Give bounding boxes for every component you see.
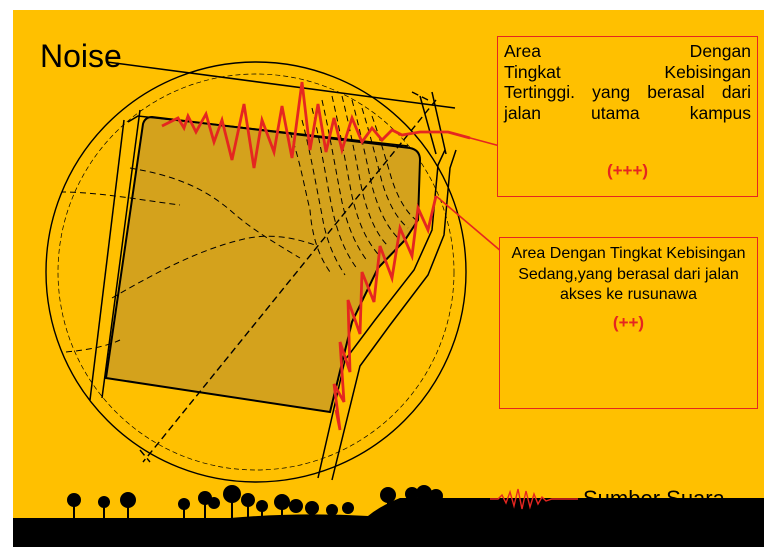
callout-leaders — [435, 131, 503, 253]
callout-highest-noise: Area Dengan Tingkat Kebisingan Tertinggi… — [497, 36, 758, 197]
callout-line: Tertinggi. yang berasal dari — [504, 82, 751, 102]
callout-medium-noise-text: Area Dengan Tingkat Kebisingan Sedang,ya… — [511, 245, 746, 303]
ground-strip — [13, 498, 764, 547]
roads — [89, 61, 457, 481]
callout-line: jalan utama kampus — [504, 102, 751, 123]
page-title: Noise — [40, 38, 122, 74]
noise-waves — [161, 81, 471, 431]
callout-line: Area Dengan — [504, 41, 751, 61]
callout-line: Tingkat Kebisingan — [504, 61, 751, 82]
noise-rating-high: (+++) — [606, 161, 649, 180]
dashed-axes — [139, 91, 437, 463]
noise-rating-medium: (++) — [612, 312, 645, 332]
tree-silhouettes — [67, 485, 443, 519]
callout-medium-noise: Area Dengan Tingkat Kebisingan Sedang,ya… — [499, 237, 758, 409]
legend: Sumber Suara — [488, 486, 768, 512]
callout-highest-noise-text: Area Dengan Tingkat Kebisingan Tertinggi… — [504, 41, 751, 123]
noise-wave-icon — [490, 488, 578, 510]
contour-lines — [59, 95, 417, 353]
legend-label: Sumber Suara — [583, 486, 725, 511]
site-circle — [45, 61, 467, 483]
